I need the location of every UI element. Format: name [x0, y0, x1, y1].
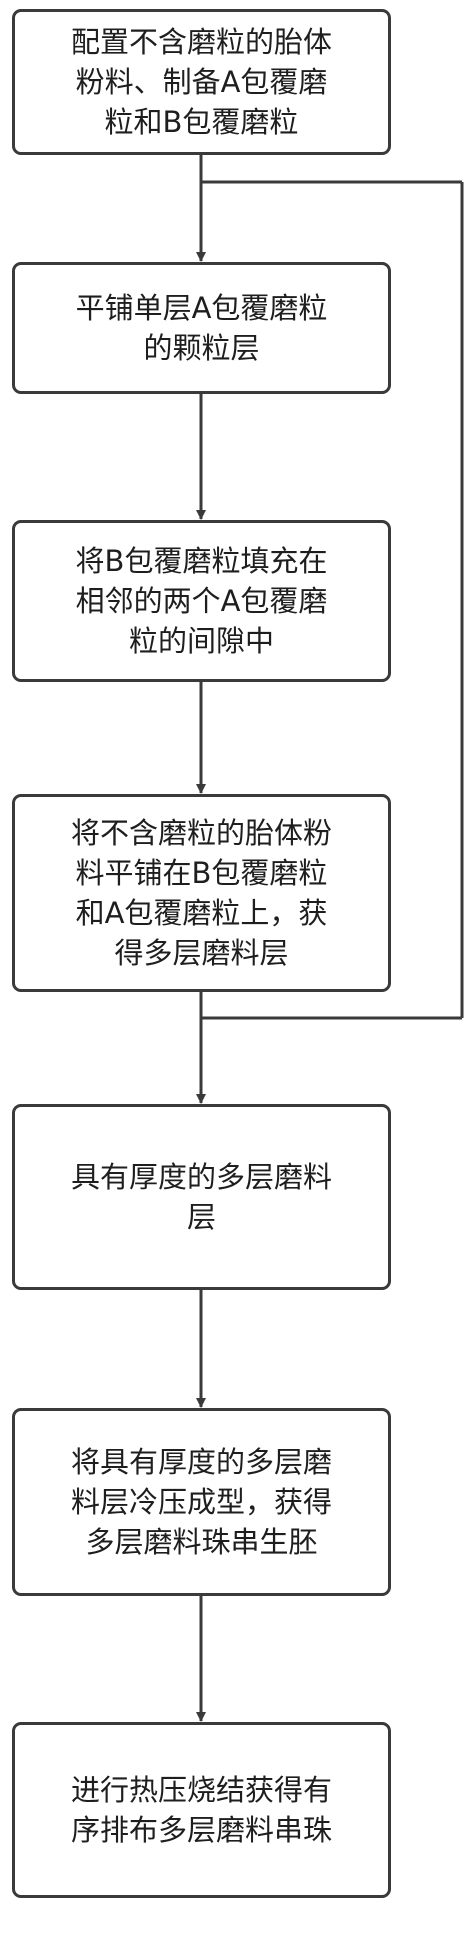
step-label-fill-b-particles: 将B包覆磨粒填充在 相邻的两个A包覆磨 粒的间隙中	[75, 544, 328, 658]
step-label-hot-press-sinter: 进行热压烧结获得有 序排布多层磨料串珠	[70, 1773, 332, 1847]
step-label-cold-press: 将具有厚度的多层磨 料层冷压成型，获得 多层磨料珠串生胚	[70, 1445, 332, 1559]
step-label-spread-matrix-powder: 将不含磨粒的胎体粉 料平铺在B包覆磨粒 和A包覆磨粒上，获 得多层磨料层	[70, 816, 332, 970]
step-box-spread-matrix-powder: 将不含磨粒的胎体粉 料平铺在B包覆磨粒 和A包覆磨粒上，获 得多层磨料层	[12, 794, 391, 992]
step-box-prepare-materials: 配置不含磨粒的胎体 粉料、制备A包覆磨 粒和B包覆磨粒	[12, 9, 391, 155]
step-label-prepare-materials: 配置不含磨粒的胎体 粉料、制备A包覆磨 粒和B包覆磨粒	[70, 25, 332, 139]
step-label-spread-a-layer: 平铺单层A包覆磨粒 的颗粒层	[75, 291, 328, 365]
step-box-cold-press: 将具有厚度的多层磨 料层冷压成型，获得 多层磨料珠串生胚	[12, 1408, 391, 1596]
step-box-fill-b-particles: 将B包覆磨粒填充在 相邻的两个A包覆磨 粒的间隙中	[12, 520, 391, 682]
step-box-spread-a-layer: 平铺单层A包覆磨粒 的颗粒层	[12, 262, 391, 394]
step-box-hot-press-sinter: 进行热压烧结获得有 序排布多层磨料串珠	[12, 1722, 391, 1898]
step-box-thick-layers: 具有厚度的多层磨料 层	[12, 1104, 391, 1290]
step-label-thick-layers: 具有厚度的多层磨料 层	[70, 1160, 332, 1234]
